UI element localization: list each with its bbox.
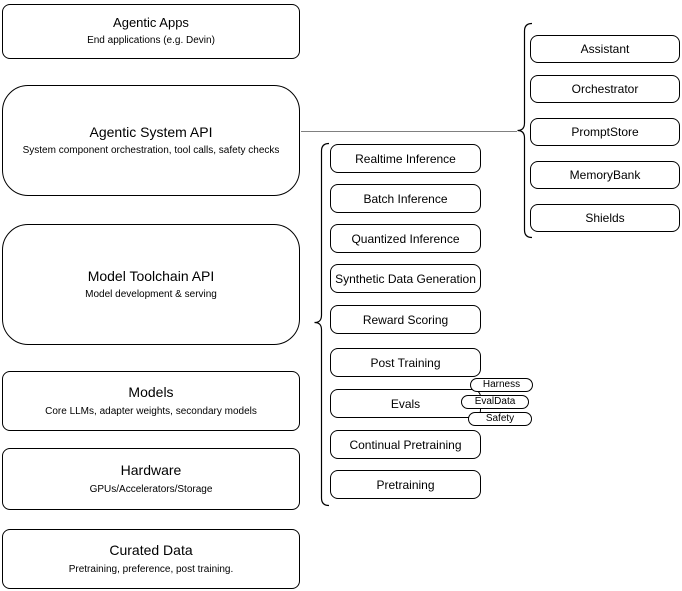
node-title: Agentic System API: [89, 123, 213, 140]
node-agentic-apps: Agentic Apps End applications (e.g. Devi…: [2, 4, 300, 59]
eval-tag-harness: Harness: [470, 378, 533, 392]
toolchain-item-reward-scoring: Reward Scoring: [330, 305, 481, 334]
node-subtitle: Pretraining, preference, post training.: [68, 563, 234, 575]
toolchain-item-post-training: Post Training: [330, 348, 481, 377]
node-title: Curated Data: [109, 542, 193, 559]
node-model-toolchain-api: Model Toolchain API Model development & …: [2, 224, 300, 345]
eval-tag-label: Harness: [482, 379, 521, 390]
component-label: PromptStore: [571, 125, 639, 139]
eval-tag-safety: Safety: [468, 412, 532, 426]
node-curated-data: Curated Data Pretraining, preference, po…: [2, 529, 300, 589]
toolchain-item-batch-inference: Batch Inference: [330, 184, 481, 213]
toolchain-item-label: Continual Pretraining: [349, 437, 462, 452]
node-subtitle: End applications (e.g. Devin): [87, 35, 215, 47]
toolchain-item-quantized-inference: Quantized Inference: [330, 224, 481, 253]
node-models: Models Core LLMs, adapter weights, secon…: [2, 371, 300, 431]
toolchain-item-synthetic-data-generation: Synthetic Data Generation: [330, 264, 481, 293]
toolchain-item-label: Post Training: [370, 355, 441, 370]
toolchain-item-continual-pretraining: Continual Pretraining: [330, 430, 481, 459]
component-memorybank: MemoryBank: [530, 161, 680, 189]
toolchain-item-label: Batch Inference: [363, 191, 448, 206]
node-title: Model Toolchain API: [87, 267, 215, 284]
component-label: Assistant: [580, 42, 630, 56]
toolchain-item-realtime-inference: Realtime Inference: [330, 144, 481, 173]
node-agentic-system-api: Agentic System API System component orch…: [2, 85, 300, 196]
component-orchestrator: Orchestrator: [530, 75, 680, 103]
component-label: MemoryBank: [569, 168, 641, 182]
node-subtitle: System component orchestration, tool cal…: [22, 145, 280, 157]
node-subtitle: Model development & serving: [85, 289, 217, 301]
node-hardware: Hardware GPUs/Accelerators/Storage: [2, 448, 300, 510]
toolchain-item-label: Synthetic Data Generation: [335, 271, 476, 286]
component-assistant: Assistant: [530, 35, 680, 63]
toolchain-item-label: Quantized Inference: [351, 231, 460, 246]
toolchain-brace: [314, 142, 330, 507]
toolchain-item-pretraining: Pretraining: [330, 470, 481, 499]
component-promptstore: PromptStore: [530, 118, 680, 146]
component-label: Orchestrator: [571, 82, 639, 96]
node-subtitle: Core LLMs, adapter weights, secondary mo…: [45, 405, 257, 417]
toolchain-item-evals: Evals: [330, 389, 481, 418]
toolchain-item-label: Reward Scoring: [362, 312, 449, 327]
eval-tag-evaldata: EvalData: [461, 395, 529, 409]
component-shields: Shields: [530, 204, 680, 232]
toolchain-item-label: Realtime Inference: [355, 151, 456, 166]
toolchain-item-label: Evals: [390, 396, 421, 411]
component-label: Shields: [585, 211, 625, 225]
eval-tag-label: EvalData: [474, 396, 516, 407]
node-subtitle: GPUs/Accelerators/Storage: [89, 483, 213, 495]
node-title: Models: [128, 384, 174, 401]
node-title: Hardware: [120, 462, 182, 479]
eval-tag-label: Safety: [485, 413, 515, 424]
node-title: Agentic Apps: [113, 14, 189, 30]
toolchain-item-label: Pretraining: [376, 477, 435, 492]
